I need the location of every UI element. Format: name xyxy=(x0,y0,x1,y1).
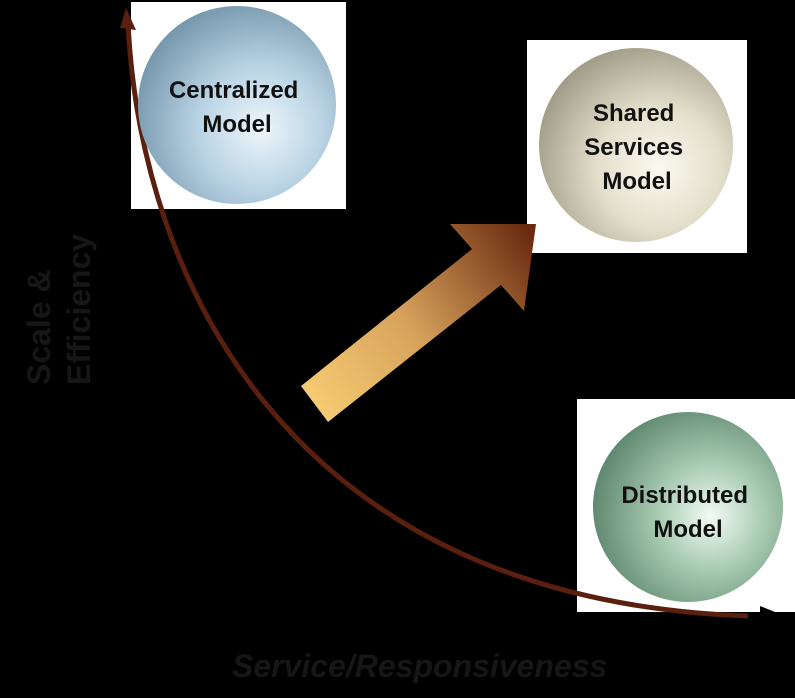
centralized-label: Centralized Model xyxy=(169,77,305,138)
curve-arrowhead-bottom xyxy=(760,606,780,622)
curve-arrowhead-top xyxy=(120,8,136,30)
distributed-orb xyxy=(593,412,783,602)
transition-arrow xyxy=(301,224,536,422)
shared-services-orb xyxy=(539,48,733,242)
shared-services-label: Shared Services Model xyxy=(584,100,689,195)
y-axis-label: Scale & Efficiency xyxy=(21,234,97,385)
tradeoff-curve xyxy=(125,21,749,619)
centralized-orb xyxy=(138,6,336,204)
x-axis-label: Service/Responsiveness xyxy=(232,648,607,684)
distributed-label: Distributed Model xyxy=(621,482,754,543)
